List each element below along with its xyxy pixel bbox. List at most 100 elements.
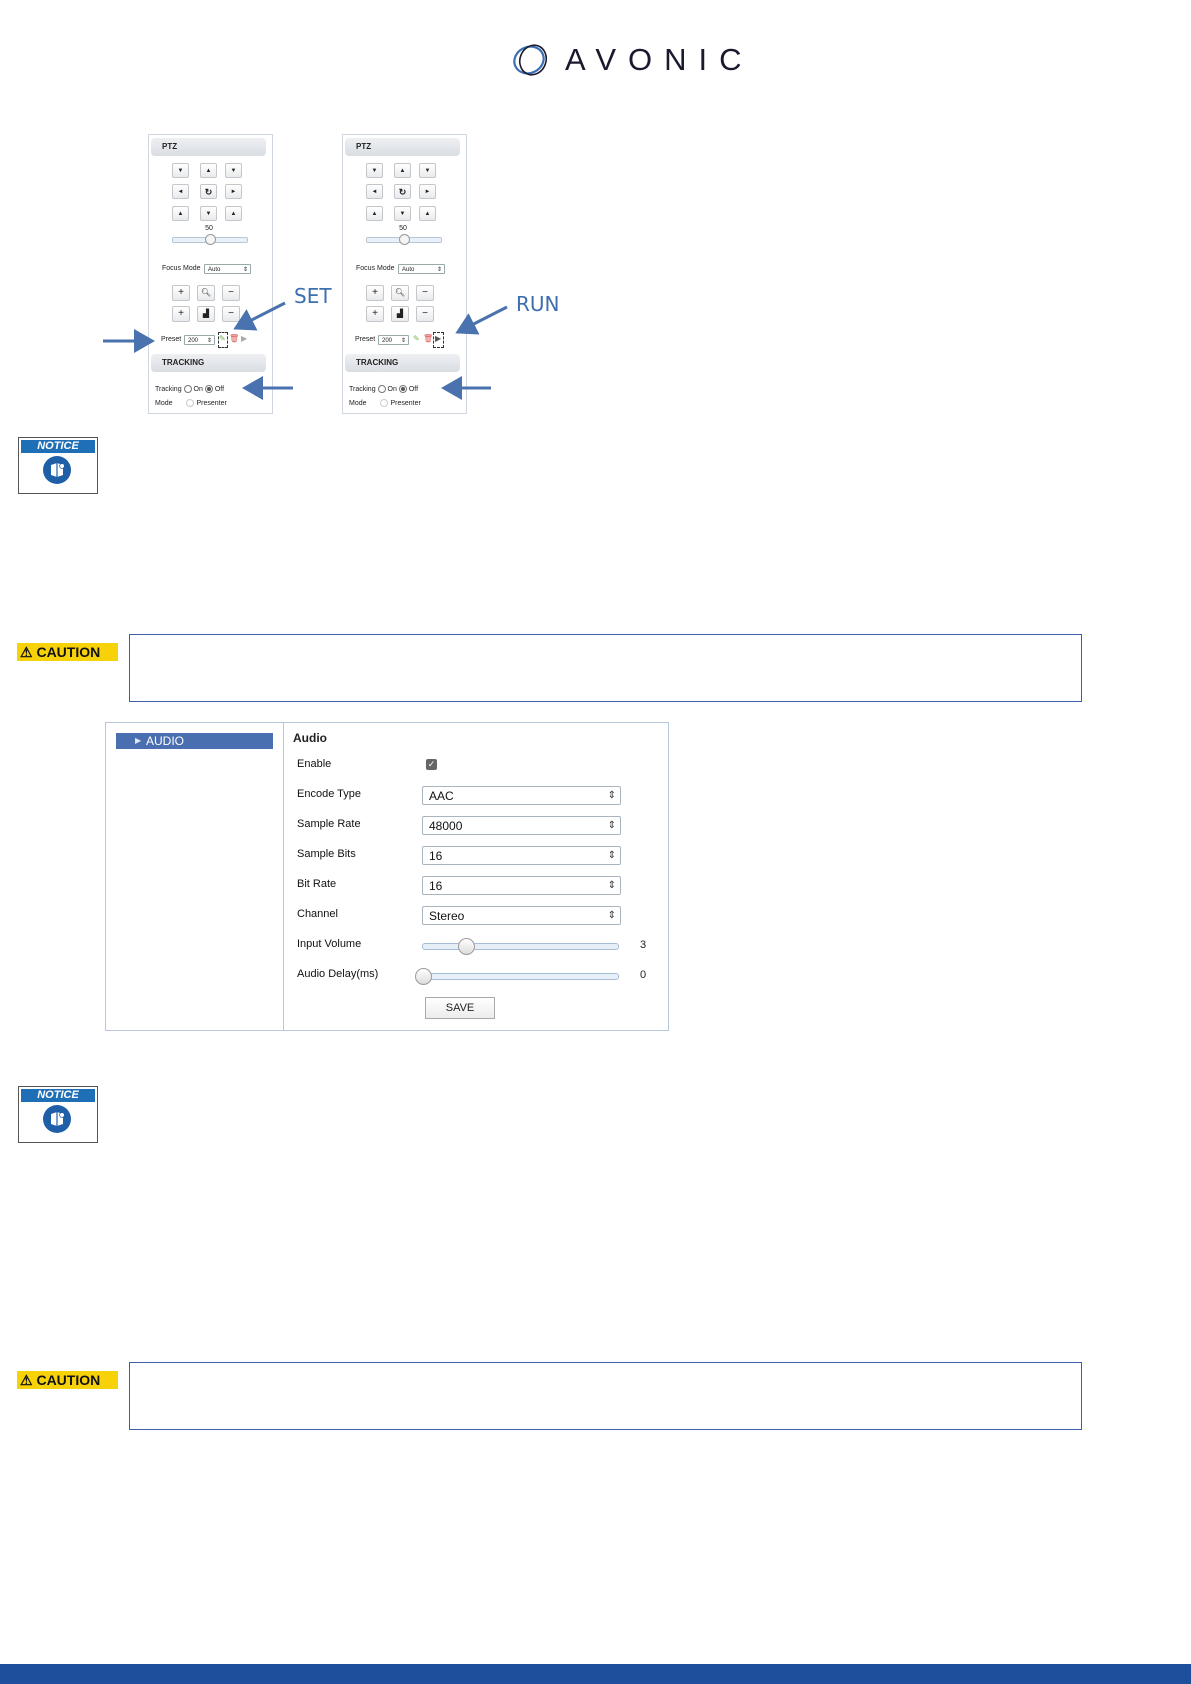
- sample-bits-label: Sample Bits: [297, 848, 356, 860]
- save-button[interactable]: SAVE: [425, 997, 495, 1019]
- presenter-radio[interactable]: [186, 399, 195, 407]
- ptz-home-button[interactable]: ↻: [200, 184, 217, 199]
- ptz-up-right-button[interactable]: ▼: [225, 163, 242, 178]
- caution-text: CAUTION: [36, 1372, 101, 1388]
- ptz-right-button[interactable]: ►: [225, 184, 242, 199]
- focus-chart-button[interactable]: ▟: [391, 306, 409, 322]
- brand-name: AVONIC: [565, 42, 754, 77]
- preset-select[interactable]: 200⇕: [184, 335, 215, 345]
- run-preset-icon[interactable]: ▶: [241, 334, 248, 343]
- ptz-down-left-button[interactable]: ▲: [366, 206, 383, 221]
- tracking-off-radio[interactable]: [204, 385, 213, 393]
- select-arrows-icon: ⇕: [607, 850, 616, 861]
- run-arrow-icon: [455, 305, 508, 335]
- tracking-header: TRACKING: [345, 354, 460, 372]
- presenter-radio[interactable]: [380, 399, 389, 407]
- sample-rate-value: 48000: [429, 819, 463, 833]
- set-callout: SET: [294, 284, 332, 308]
- ptz-right-button[interactable]: ►: [419, 184, 436, 199]
- input-volume-slider-thumb[interactable]: [458, 938, 475, 955]
- tracking-header: TRACKING: [151, 354, 266, 372]
- set-preset-icon[interactable]: ✎: [413, 334, 420, 343]
- zoom-search-button[interactable]: 🔍︎: [391, 285, 409, 301]
- enable-label: Enable: [297, 758, 332, 770]
- audio-delay-slider-thumb[interactable]: [415, 968, 432, 985]
- select-arrows-icon: ⇕: [607, 820, 616, 831]
- focus-near-button[interactable]: +: [366, 306, 384, 322]
- tracking-on-label: On: [387, 385, 397, 393]
- ptz-up-right-button[interactable]: ▼: [419, 163, 436, 178]
- ptz-down-right-button[interactable]: ▲: [419, 206, 436, 221]
- ptz-left-button[interactable]: ◄: [172, 184, 189, 199]
- enable-checkbox[interactable]: ✓: [426, 759, 437, 770]
- preset-select[interactable]: 200⇕: [378, 335, 409, 345]
- encode-type-label: Encode Type: [297, 788, 362, 800]
- ptz-down-left-button[interactable]: ▲: [172, 206, 189, 221]
- delete-preset-icon[interactable]: 🗑︎: [229, 334, 240, 343]
- focus-chart-button[interactable]: ▟: [197, 306, 215, 322]
- tracking-off-label: Off: [408, 385, 419, 393]
- notice-label: NOTICE: [21, 1089, 95, 1102]
- set-preset-icon[interactable]: ✎: [219, 334, 226, 343]
- focus-mode-select[interactable]: Auto ⇕: [204, 264, 251, 274]
- bit-rate-select[interactable]: 16 ⇕: [422, 876, 621, 895]
- ptz-speed-slider-thumb[interactable]: [205, 234, 216, 245]
- notice-label: NOTICE: [21, 440, 95, 453]
- ptz-up-left-button[interactable]: ▼: [366, 163, 383, 178]
- select-arrows-icon: ⇕: [242, 267, 248, 273]
- tracking-on-radio[interactable]: [183, 385, 192, 393]
- sample-bits-select[interactable]: 16⇕: [422, 846, 621, 865]
- zoom-in-button[interactable]: +: [172, 285, 190, 301]
- ptz-up-button[interactable]: ▲: [394, 163, 411, 178]
- presenter-label: Presenter: [390, 399, 421, 407]
- run-preset-icon[interactable]: ▶: [435, 334, 442, 343]
- caution-label: ⚠ CAUTION: [17, 1371, 118, 1389]
- ptz-down-button[interactable]: ▼: [394, 206, 411, 221]
- bit-rate-value: 16: [429, 879, 443, 893]
- ptz-up-button[interactable]: ▲: [200, 163, 217, 178]
- caution-label: ⚠ CAUTION: [17, 643, 118, 661]
- ptz-home-button[interactable]: ↻: [394, 184, 411, 199]
- focus-mode-select[interactable]: Auto⇕: [398, 264, 445, 274]
- ptz-panel-set: PTZ ▼ ▲ ▼ ◄ ↻ ► ▲ ▼ ▲ 50 Focus Mode Auto…: [148, 134, 273, 414]
- focus-far-button[interactable]: −: [416, 306, 434, 322]
- sample-rate-select[interactable]: 48000 ⇕: [422, 816, 621, 835]
- ptz-down-button[interactable]: ▼: [200, 206, 217, 221]
- ptz-speed-value: 50: [205, 225, 213, 232]
- manual-icon: [43, 456, 71, 484]
- focus-mode-value: Auto: [402, 267, 415, 273]
- tracking-off-radio[interactable]: [398, 385, 407, 393]
- delete-preset-icon[interactable]: 🗑︎: [423, 334, 434, 343]
- set-highlight: [218, 332, 228, 348]
- encode-type-select[interactable]: AAC⇕: [422, 786, 621, 805]
- avonic-logo-icon: [513, 44, 548, 76]
- tracking-on-radio[interactable]: [377, 385, 386, 393]
- tracking-label: Tracking: [349, 385, 376, 393]
- mode-row: Mode Presenter: [349, 399, 421, 407]
- select-arrows-icon: ⇕: [607, 880, 616, 891]
- zoom-out-button[interactable]: −: [416, 285, 434, 301]
- channel-select[interactable]: Stereo⇕: [422, 906, 621, 925]
- ptz-down-right-button[interactable]: ▲: [225, 206, 242, 221]
- focus-mode-value: Auto: [208, 267, 221, 273]
- ptz-up-left-button[interactable]: ▼: [172, 163, 189, 178]
- ptz-left-button[interactable]: ◄: [366, 184, 383, 199]
- sidebar-item-audio[interactable]: ▶ AUDIO: [116, 733, 273, 749]
- zoom-in-button[interactable]: +: [366, 285, 384, 301]
- ptz-header: PTZ: [345, 138, 460, 156]
- warning-triangle-icon: ⚠: [20, 644, 33, 660]
- audio-delay-value: 0: [640, 969, 647, 981]
- select-arrows-icon: ⇕: [607, 790, 616, 801]
- input-volume-slider[interactable]: [422, 943, 619, 950]
- focus-mode-label: Focus Mode: [356, 265, 395, 272]
- focus-near-button[interactable]: +: [172, 306, 190, 322]
- audio-delay-slider[interactable]: [422, 973, 619, 980]
- tracking-on-label: On: [193, 385, 203, 393]
- caution-box: [129, 634, 1082, 702]
- ptz-speed-slider-thumb[interactable]: [399, 234, 410, 245]
- zoom-out-button[interactable]: −: [222, 285, 240, 301]
- zoom-search-button[interactable]: 🔍︎: [197, 285, 215, 301]
- sidebar-item-label: AUDIO: [146, 734, 185, 748]
- select-arrows-icon: ⇕: [206, 338, 212, 344]
- channel-value: Stereo: [429, 909, 465, 923]
